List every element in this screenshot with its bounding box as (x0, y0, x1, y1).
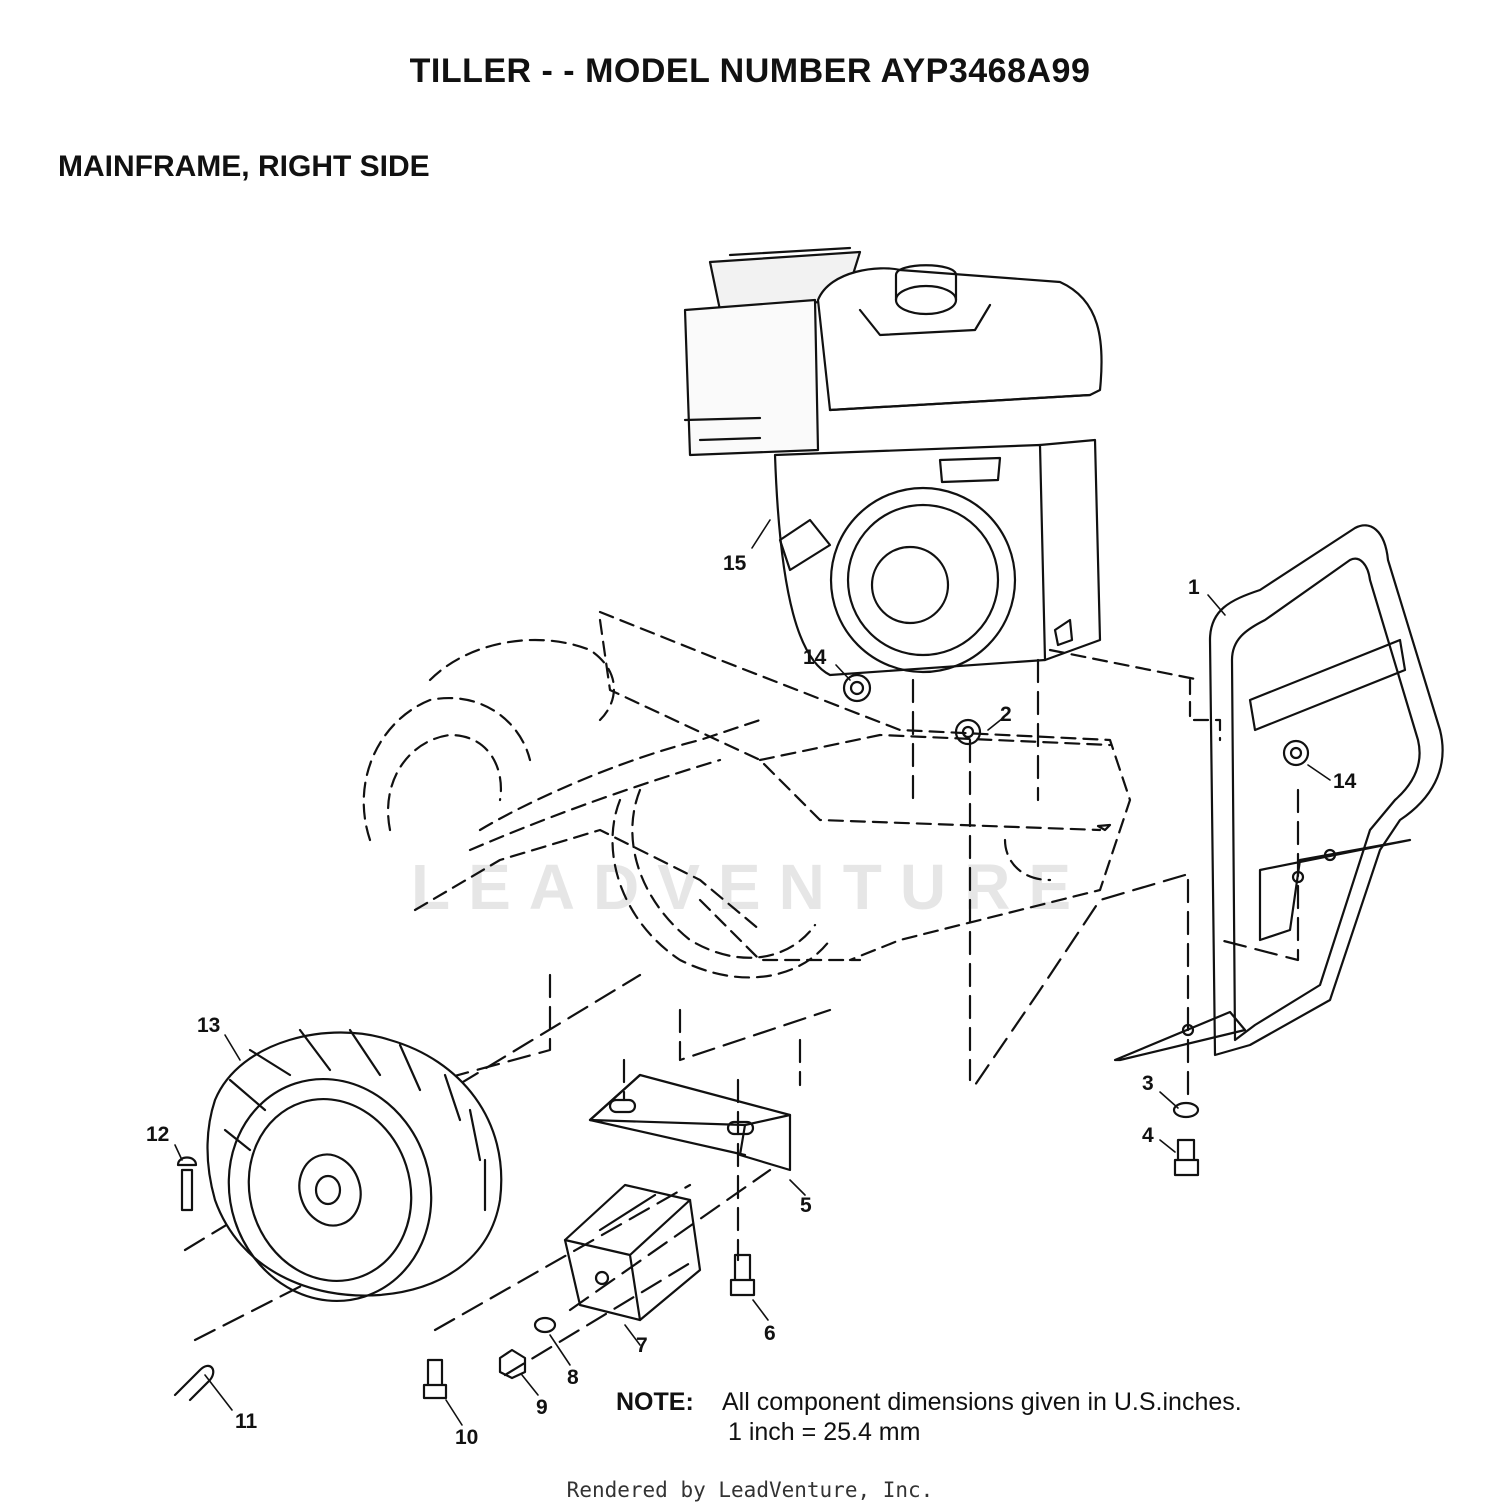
note-line-1: All component dimensions given in U.S.in… (722, 1388, 1242, 1416)
callout-11: 11 (235, 1410, 258, 1433)
callout-4: 4 (1142, 1124, 1154, 1147)
callout-10: 10 (455, 1426, 478, 1449)
callout-9: 9 (536, 1396, 548, 1419)
dimension-note: NOTE: All component dimensions given in U… (616, 1387, 1242, 1447)
callout-8: 8 (567, 1366, 579, 1389)
watermark: LEADVENTURE (410, 851, 1090, 923)
note-line-2: 1 inch = 25.4 mm (728, 1418, 921, 1446)
hardware (173, 673, 1310, 1402)
callout-14-engine: 14 (803, 646, 827, 669)
callout-5: 5 (800, 1194, 812, 1217)
callout-2: 2 (1000, 703, 1012, 726)
engine (683, 246, 1103, 677)
footer-credit: Rendered by LeadVenture, Inc. (566, 1478, 934, 1502)
note-label: NOTE: (616, 1388, 694, 1416)
callout-3: 3 (1142, 1072, 1154, 1095)
tire-wheel (206, 1028, 503, 1303)
mainframe-and-tines-phantom (362, 610, 1222, 979)
callout-12: 12 (146, 1123, 169, 1146)
weight-block (563, 1183, 702, 1322)
page-title: TILLER - - MODEL NUMBER AYP3468A99 (409, 52, 1091, 90)
hitch-bar (1113, 524, 1444, 1062)
callout-7: 7 (636, 1334, 648, 1357)
callout-15: 15 (723, 552, 747, 575)
callout-1: 1 (1188, 576, 1200, 599)
callout-14-hitch: 14 (1333, 770, 1357, 793)
callout-6: 6 (764, 1322, 776, 1345)
bracket (588, 1073, 792, 1172)
leader-lines (174, 519, 1331, 1426)
section-subtitle: MAINFRAME, RIGHT SIDE (58, 150, 430, 183)
callout-13: 13 (197, 1014, 220, 1037)
